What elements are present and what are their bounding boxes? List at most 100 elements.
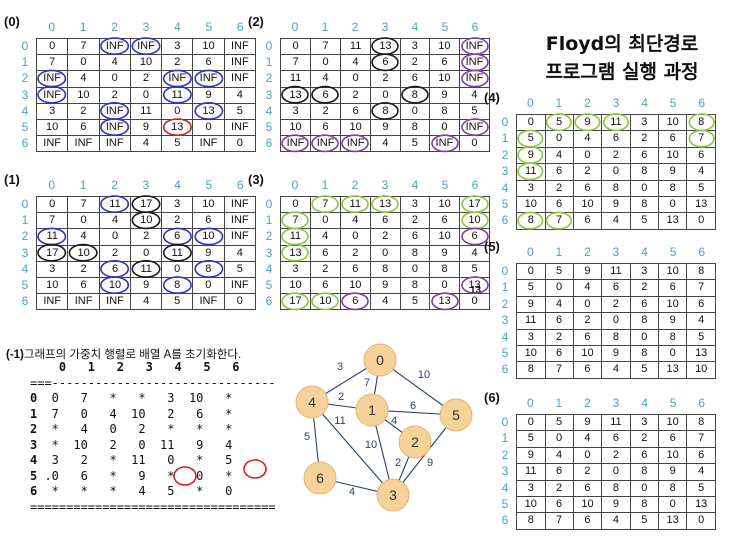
column-index: 4 xyxy=(641,245,648,259)
column-index: 0 xyxy=(291,20,299,34)
column-index: 4 xyxy=(641,396,648,410)
matrix-cell: 3 xyxy=(280,260,311,279)
matrix-cell: 6 xyxy=(161,228,194,246)
row-index: 5 xyxy=(265,120,273,134)
matrix-cell: 8 xyxy=(369,260,401,279)
init-row-cells: 0 7 * * 3 10 * xyxy=(37,391,233,405)
matrix-cell: 10 xyxy=(340,119,372,137)
matrix-cell: 6 xyxy=(429,212,461,230)
edge-weight: 6 xyxy=(410,400,416,412)
column-index: 3 xyxy=(381,178,389,192)
matrix-cell: 3 xyxy=(399,37,430,56)
matrix-cell: 10 xyxy=(35,119,69,137)
column-index: 4 xyxy=(174,178,181,192)
matrix-cell: 5 xyxy=(458,102,491,121)
column-index: 6 xyxy=(236,178,244,192)
matrix-cell: 6 xyxy=(629,146,659,165)
column-index: 1 xyxy=(555,96,563,110)
matrix-cell: 5 xyxy=(223,102,257,121)
matrix-cell: 9 xyxy=(516,446,546,465)
init-row: 5 .0 6 * 9 * 0 * xyxy=(30,469,276,485)
edge-weight: 5 xyxy=(304,431,310,443)
matrix-cell: INF xyxy=(223,37,257,56)
matrix-cell: 3 xyxy=(161,37,194,56)
matrix-cell: 11 xyxy=(280,228,311,246)
matrix-cell: INF xyxy=(67,135,100,153)
matrix-cell: INF xyxy=(223,212,257,230)
matrix-cell: 17 xyxy=(35,244,69,262)
matrix-cell: INF xyxy=(98,102,131,121)
matrix-cell: 4 xyxy=(340,54,372,72)
matrix-cell: INF xyxy=(98,135,131,153)
matrix-cell: 0 xyxy=(686,212,716,230)
matrix-cell: 17 xyxy=(280,293,311,311)
row-index: 4 xyxy=(21,103,29,118)
row-index: 3 xyxy=(501,164,509,179)
graph-node xyxy=(398,425,432,459)
edge-weight: 10 xyxy=(365,439,377,451)
matrix-cell: 4 xyxy=(601,212,631,230)
matrix-cell: 10 xyxy=(428,70,460,88)
matrix-cell: 13 xyxy=(369,195,401,214)
matrix-cell: 6 xyxy=(657,430,688,448)
matrix-cell: 0 xyxy=(67,54,100,72)
row-index: 1 xyxy=(21,55,29,70)
matrix-cell: 3 xyxy=(399,195,431,214)
matrix-cell: 3 xyxy=(516,179,546,198)
row-index: 6 xyxy=(21,294,29,309)
matrix-cell: 13 xyxy=(370,37,401,56)
matrix-cell: 0 xyxy=(516,113,546,132)
matrix-cell: 0 xyxy=(130,244,163,262)
matrix-cell: 5 xyxy=(686,328,716,347)
matrix-cell: 7 xyxy=(279,54,312,72)
row-index: 5 xyxy=(501,346,509,360)
matrix-cell: 6 xyxy=(657,130,688,148)
row-index: 1 xyxy=(265,55,273,70)
matrix-cell: 2 xyxy=(339,244,371,262)
matrix-cell: 2 xyxy=(310,102,342,121)
matrix-cell: 6 xyxy=(310,119,342,137)
matrix-cell: 13 xyxy=(686,345,716,363)
row-index: 2 xyxy=(21,229,29,244)
matrix-cell: 8 xyxy=(516,361,546,379)
matrix-cell: 9 xyxy=(657,312,688,330)
column-index: 3 xyxy=(381,20,389,34)
matrix-cell: 10 xyxy=(129,54,163,72)
matrix-cell: 2 xyxy=(544,479,574,498)
graph-edge xyxy=(371,409,416,443)
matrix-cell: 3 xyxy=(35,102,69,121)
matrix-cell: 4 xyxy=(572,430,603,448)
matrix-cell: 17 xyxy=(459,195,490,214)
matrix-cell: 6 xyxy=(544,312,574,330)
matrix-cell: 6 xyxy=(310,86,342,104)
init-row-index: 5 xyxy=(30,468,38,483)
column-index: 3 xyxy=(612,96,620,110)
matrix-cell: 6 xyxy=(67,277,100,295)
matrix-cell: 9 xyxy=(601,496,631,514)
matrix-cell: INF xyxy=(161,70,194,88)
matrix-cell: 2 xyxy=(340,86,372,104)
matrix-cell: 6 xyxy=(572,212,603,230)
init-top-rule: ===------------------------------- xyxy=(30,375,276,390)
init-rows: 0 0 7 * * 3 10 *1 7 0 4 10 2 6 *2 * 4 0 … xyxy=(30,391,276,500)
matrix-cell: INF xyxy=(35,135,69,153)
matrix-cell: 0 xyxy=(572,446,603,465)
matrix-cell: 6 xyxy=(686,146,716,165)
matrix-cell: 11 xyxy=(516,163,546,181)
matrix-cell: 0 xyxy=(192,277,225,295)
matrix-label-1: (1) xyxy=(4,172,20,187)
matrix-cell: 4 xyxy=(370,135,401,153)
column-index: 0 xyxy=(291,178,299,192)
matrix-cell: 0 xyxy=(657,345,688,363)
